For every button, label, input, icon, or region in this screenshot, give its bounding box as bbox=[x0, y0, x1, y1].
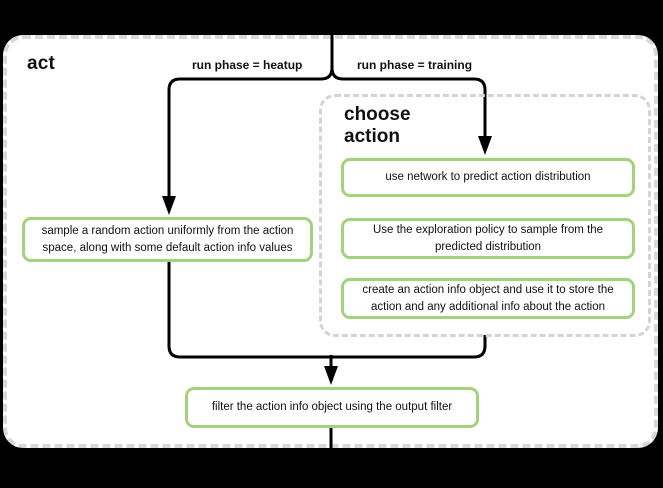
node-sample-random-action-label: sample a random action uniformly from th… bbox=[41, 225, 294, 254]
node-action-info-object-label: create an action info object and use it … bbox=[362, 284, 614, 313]
node-sample-random-action: sample a random action uniformly from th… bbox=[22, 217, 313, 262]
node-action-info-object: create an action info object and use it … bbox=[341, 278, 635, 319]
edge-label-training: run phase = training bbox=[357, 58, 473, 72]
choose-action-title: choose action bbox=[344, 104, 411, 147]
choose-action-group: choose action use network to predict act… bbox=[319, 94, 651, 337]
edge-label-heatup: run phase = heatup bbox=[192, 58, 303, 72]
node-filter-output-label: filter the action info object using the … bbox=[211, 401, 453, 414]
node-predict-distribution: use network to predict action distributi… bbox=[341, 158, 635, 197]
act-title: act bbox=[27, 53, 56, 74]
node-exploration-sample: Use the exploration policy to sample fro… bbox=[341, 218, 635, 259]
node-predict-distribution-label: use network to predict action distributi… bbox=[385, 171, 591, 184]
node-exploration-sample-label: Use the exploration policy to sample fro… bbox=[372, 224, 604, 253]
node-filter-output: filter the action info object using the … bbox=[185, 387, 479, 428]
